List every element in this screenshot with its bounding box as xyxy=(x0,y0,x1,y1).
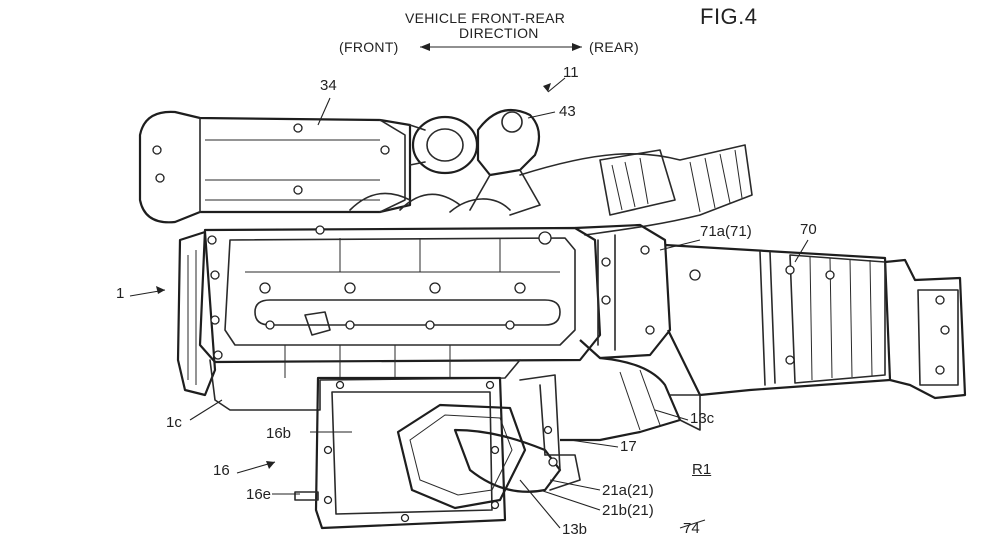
callout-43: 43 xyxy=(559,103,576,120)
engine-block-1 xyxy=(176,225,602,411)
intercooler-34 xyxy=(138,110,412,224)
callout-70: 70 xyxy=(800,221,817,238)
callout-71a: 71a(71) xyxy=(700,223,752,240)
callout-1c: 1c xyxy=(166,414,182,431)
callout-R1: R1 xyxy=(692,461,712,478)
oil-pan-16 xyxy=(294,376,527,530)
exhaust-pipe xyxy=(519,144,753,236)
transmission-70 xyxy=(664,243,967,400)
head-bolts xyxy=(259,225,552,330)
direction-title-line1: VEHICLE FRONT-REAR xyxy=(405,10,566,26)
rear-label: (REAR) xyxy=(589,39,640,55)
callout-13b: 13b xyxy=(562,521,588,538)
turbocharger-11 xyxy=(349,108,541,216)
callout-21a: 21a(21) xyxy=(602,482,654,499)
callout-21b: 21b(21) xyxy=(602,502,654,519)
direction-arrow xyxy=(420,43,582,51)
direction-title-line2: DIRECTION xyxy=(459,25,539,41)
callout-16b: 16b xyxy=(266,425,292,442)
callout-17: 17 xyxy=(620,438,637,455)
leader-lines xyxy=(129,77,809,529)
bellhousing-71 xyxy=(574,223,672,360)
front-label: (FRONT) xyxy=(339,39,399,55)
callout-1: 1 xyxy=(116,285,125,302)
callout-11: 11 xyxy=(563,64,579,81)
figure-label: FIG.4 xyxy=(700,4,758,29)
callout-16e: 16e xyxy=(246,486,272,503)
exhaust-pipe-13b xyxy=(453,374,581,493)
exhaust-pipe-13 xyxy=(560,356,701,442)
callout-13c: 13c xyxy=(690,410,715,427)
callout-16: 16 xyxy=(213,462,230,479)
callout-74: 74 xyxy=(683,520,700,537)
callout-34: 34 xyxy=(320,77,337,94)
